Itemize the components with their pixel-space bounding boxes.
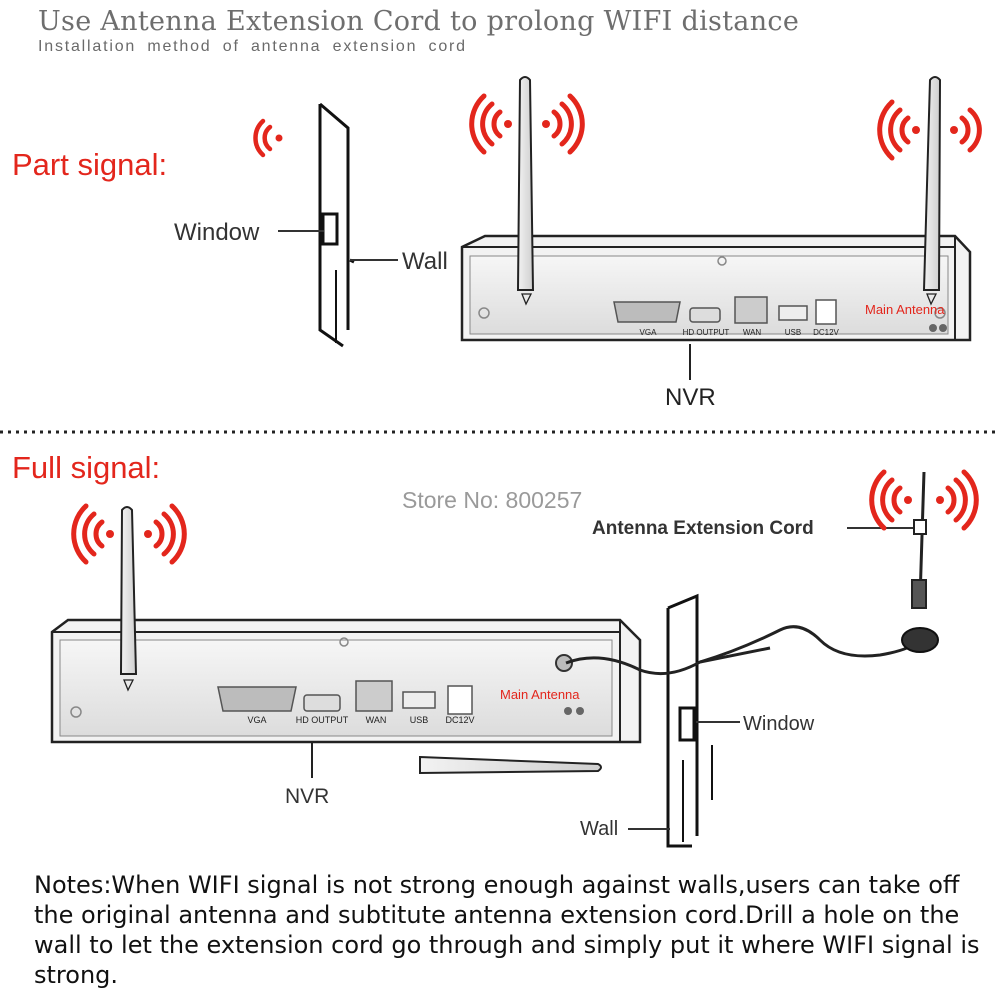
wifi-signal-icon xyxy=(469,93,585,155)
full-nvr-label: NVR xyxy=(285,785,329,808)
store-label: Store No: 800257 xyxy=(402,487,582,513)
antenna-icon xyxy=(119,506,138,692)
weak-wifi-signal-icon xyxy=(253,118,283,158)
hdmi-port-icon xyxy=(689,307,721,323)
magnetic-antenna-icon xyxy=(901,471,939,653)
full-main-antenna-label: Main Antenna xyxy=(500,687,580,702)
part-wall-label: Wall xyxy=(402,248,448,275)
usb-port-icon xyxy=(402,691,436,709)
extension-cord-label: Antenna Extension Cord xyxy=(592,518,814,539)
part-dc-label: DC12V xyxy=(813,328,839,337)
hdmi-port-icon xyxy=(303,694,341,712)
full-window-label: Window xyxy=(743,713,815,735)
full-vga-label: VGA xyxy=(247,715,266,725)
nvr-device-icon xyxy=(460,234,972,342)
vga-port-icon xyxy=(613,301,681,323)
removed-antenna-icon xyxy=(419,755,602,775)
full-usb-label: USB xyxy=(410,715,429,725)
window-icon xyxy=(321,212,339,246)
part-hd-label: HD OUTPUT xyxy=(683,328,730,337)
wall-icon xyxy=(666,593,713,848)
usb-port-icon xyxy=(778,305,808,321)
dc-port-icon xyxy=(815,299,837,325)
wan-port-icon xyxy=(355,680,393,712)
part-vga-label: VGA xyxy=(640,328,658,337)
wan-port-icon xyxy=(734,296,768,324)
notes-text: Notes:When WIFI signal is not strong eno… xyxy=(34,871,980,989)
window-icon xyxy=(678,706,696,742)
antenna-icon xyxy=(922,76,942,306)
part-nvr-label: NVR xyxy=(665,384,716,411)
nvr-device-icon xyxy=(50,618,642,744)
full-wan-label: WAN xyxy=(366,715,387,725)
part-usb-label: USB xyxy=(785,328,801,337)
part-window-label: Window xyxy=(174,219,260,246)
full-signal-heading: Full signal: xyxy=(12,450,160,485)
full-dc-label: DC12V xyxy=(445,715,474,725)
full-wall-label: Wall xyxy=(580,818,618,840)
wall-icon xyxy=(318,102,355,348)
extension-cable xyxy=(565,625,922,676)
wifi-signal-icon xyxy=(71,503,187,565)
part-signal-heading: Part signal: xyxy=(12,147,167,182)
full-hd-label: HD OUTPUT xyxy=(296,715,349,725)
dc-port-icon xyxy=(447,685,473,715)
wifi-signal-icon xyxy=(869,469,979,531)
part-main-antenna-label: Main Antenna xyxy=(865,302,945,317)
vga-port-icon xyxy=(217,686,297,712)
wifi-signal-icon xyxy=(877,99,982,161)
antenna-connector-icon xyxy=(555,654,573,672)
part-wan-label: WAN xyxy=(743,328,762,337)
page-title: Use Antenna Extension Cord to prolong WI… xyxy=(38,6,800,37)
antenna-icon xyxy=(516,76,535,306)
page-subtitle: Installation method of antenna extension… xyxy=(38,38,467,55)
